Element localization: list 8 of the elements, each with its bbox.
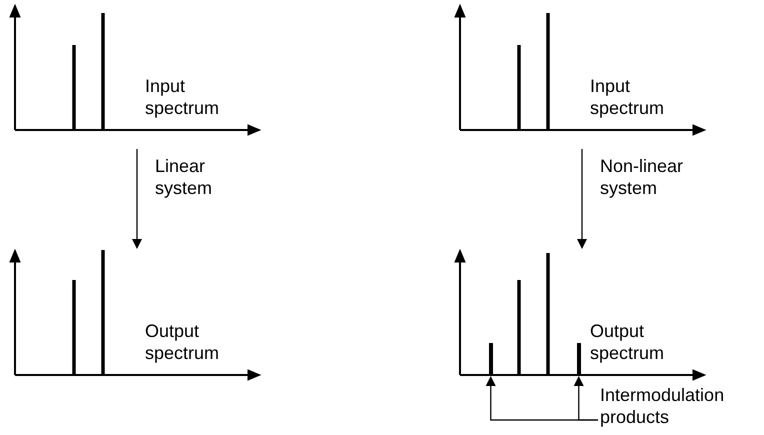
leader-line [574, 376, 598, 421]
plot-label: Input spectrum [590, 75, 666, 119]
plot-label: Output spectrum [145, 320, 220, 364]
arrow [577, 149, 587, 249]
annotation-text: Intermodulation products [600, 384, 760, 428]
arrow [132, 149, 142, 249]
plot-label: Output spectrum [590, 320, 666, 364]
plot-label: Input spectrum [145, 75, 220, 119]
